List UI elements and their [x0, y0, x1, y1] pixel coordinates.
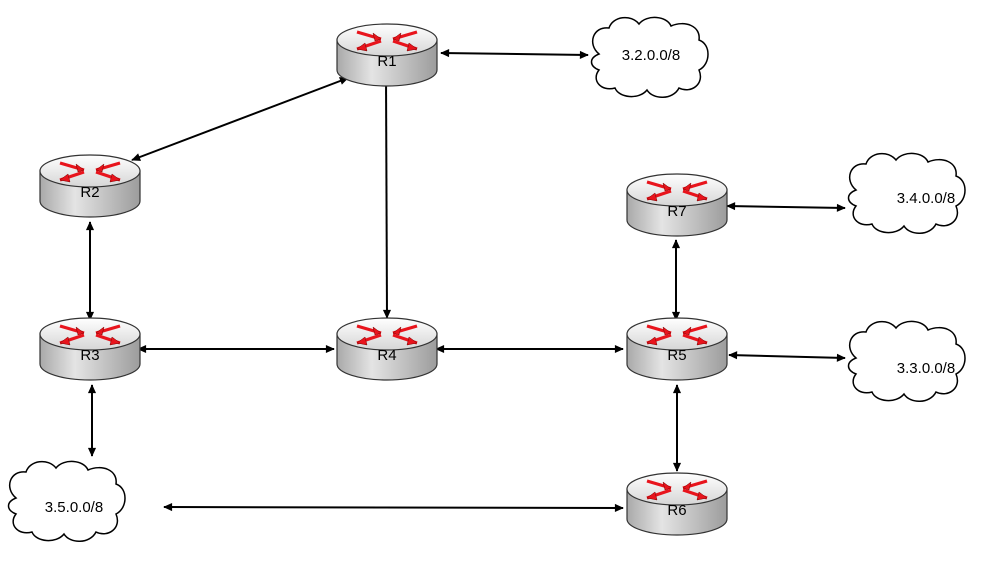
router-label: R5 [667, 347, 686, 364]
router-arrowhead [662, 326, 672, 336]
router-arrowhead [392, 326, 402, 336]
links [85, 49, 846, 513]
cloud-3-2: 3.2.0.0/8 [590, 16, 709, 98]
cloud-3-4: 3.4.0.0/8 [847, 152, 966, 234]
router-arrowhead [682, 326, 692, 336]
router-arrowhead [356, 42, 368, 52]
router-arrowhead [392, 32, 402, 42]
router-arrowhead [95, 326, 105, 336]
router-r6: R6 [626, 472, 728, 536]
router-arrowhead [109, 336, 121, 346]
router-arrowhead [95, 163, 105, 173]
router-top [626, 317, 728, 351]
cloud-shape [7, 460, 126, 542]
router-arrowhead [696, 192, 708, 202]
router-arrowhead [646, 336, 658, 346]
router-top [39, 154, 141, 188]
router-arrowhead [406, 42, 418, 52]
router-top [626, 173, 728, 207]
router-r1: R1 [336, 23, 438, 87]
network-label: 3.3.0.0/8 [897, 360, 955, 377]
cloud-3-5: 3.5.0.0/8 [7, 460, 126, 542]
router-arrowhead [109, 173, 121, 183]
router-top [336, 317, 438, 351]
cloud-shape [847, 320, 966, 402]
link-net35-r6 [163, 502, 624, 513]
cloud-3-3: 3.3.0.0/8 [847, 320, 966, 402]
router-arrowhead [696, 491, 708, 501]
link-r1-net32 [440, 49, 589, 59]
router-label: R1 [377, 53, 396, 70]
router-label: R2 [80, 184, 99, 201]
link-r1-r4 [381, 74, 392, 319]
router-top [626, 472, 728, 506]
router-label: R3 [80, 347, 99, 364]
cloud-shape [847, 152, 966, 234]
router-arrowhead [75, 326, 85, 336]
link-r1-r2 [131, 77, 349, 161]
router-label: R7 [667, 203, 686, 220]
router-arrowhead [646, 192, 658, 202]
router-arrowhead [682, 182, 692, 192]
router-arrowhead [696, 336, 708, 346]
router-top [39, 317, 141, 351]
router-r3: R3 [39, 317, 141, 381]
router-r5: R5 [626, 317, 728, 381]
router-r4: R4 [336, 317, 438, 381]
router-arrowhead [406, 336, 418, 346]
network-label: 3.4.0.0/8 [897, 190, 955, 207]
router-arrowhead [662, 182, 672, 192]
router-arrowhead [372, 326, 382, 336]
router-label: R4 [377, 347, 396, 364]
router-arrowhead [75, 163, 85, 173]
network-label: 3.5.0.0/8 [45, 499, 103, 516]
link-r7-net34 [726, 202, 846, 212]
router-arrowhead [59, 336, 71, 346]
router-label: R6 [667, 502, 686, 519]
router-arrowhead [646, 491, 658, 501]
network-label: 3.2.0.0/8 [622, 47, 680, 64]
cloud-shape [590, 16, 709, 98]
router-arrowhead [59, 173, 71, 183]
router-r2: R2 [39, 154, 141, 218]
router-arrowhead [682, 481, 692, 491]
router-arrowhead [372, 32, 382, 42]
router-arrowhead [356, 336, 368, 346]
router-top [336, 23, 438, 57]
link-r5-net33 [728, 351, 846, 362]
router-arrowhead [662, 481, 672, 491]
router-r7: R7 [626, 173, 728, 237]
